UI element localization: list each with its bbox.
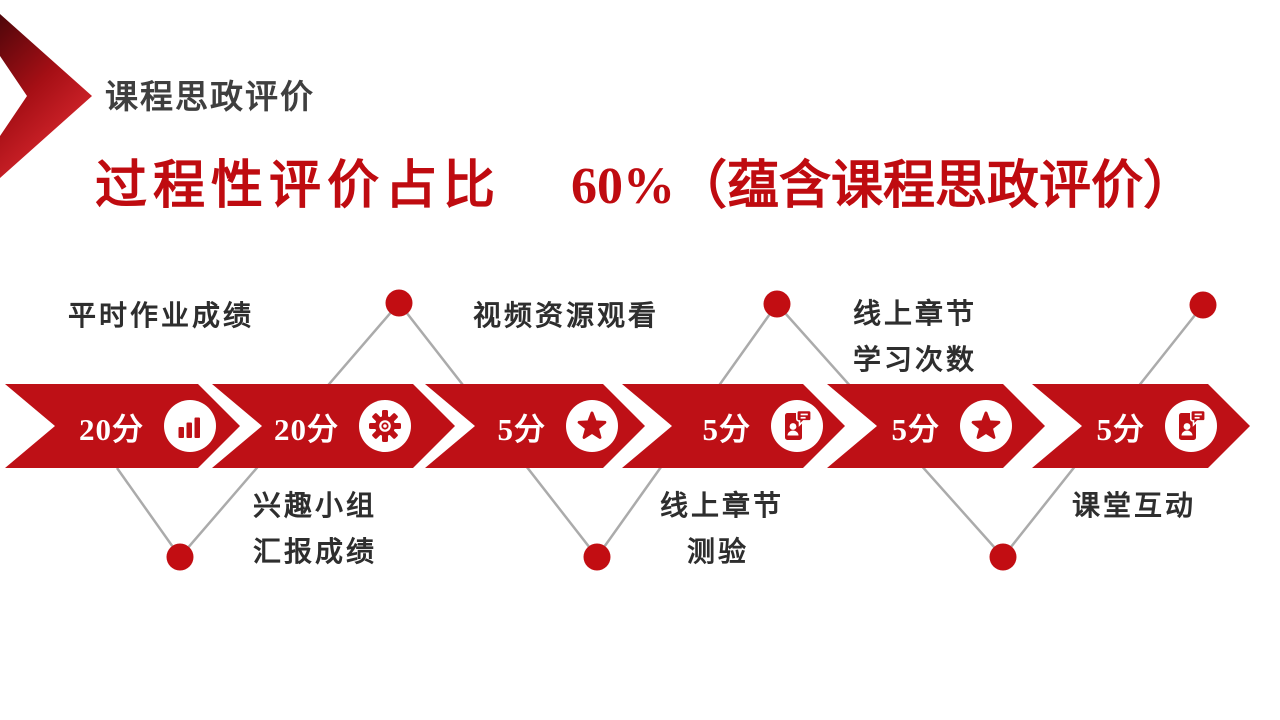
headline-left: 过程性评价占比 (95, 158, 502, 215)
timeline-segment: 5分 (480, 384, 618, 468)
label-interest-group: 兴趣小组 汇报成绩 (253, 491, 378, 568)
corner-arrow-decoration (0, 14, 92, 178)
score-label: 20分 (274, 411, 339, 447)
score-label: 5分 (1096, 411, 1145, 447)
label-video-watching: 视频资源观看 (473, 301, 660, 332)
label-homework-score: 平时作业成绩 (68, 301, 255, 332)
label-class-interaction: 课堂互动 (1072, 491, 1197, 522)
star-icon (566, 400, 618, 452)
milestone-dots (166, 289, 1217, 571)
page-title: 课程思政评价 (105, 80, 315, 116)
label-chapter-quiz: 线上章节 测验 (660, 491, 785, 568)
timeline-segment: 5分 (882, 384, 1012, 468)
score-label: 5分 (891, 411, 940, 447)
bar-chart-icon (164, 400, 216, 452)
timeline-segment: 5分 (677, 384, 823, 468)
score-label: 5分 (497, 411, 546, 447)
score-label: 5分 (702, 411, 751, 447)
profile-chat-icon (1165, 400, 1217, 452)
timeline-segment: 20分 (267, 384, 411, 468)
score-label: 20分 (79, 411, 144, 447)
label-chapter-study-count: 线上章节 学习次数 (853, 299, 978, 376)
headline: 过程性评价占比 60%（蕴含课程思政评价） (95, 158, 1195, 216)
gear-icon (359, 400, 411, 452)
star-icon (960, 400, 1012, 452)
timeline-segment: 20分 (60, 384, 216, 468)
profile-chat-icon (771, 400, 823, 452)
headline-right: 60%（蕴含课程思政评价） (571, 158, 1196, 215)
timeline-segment: 5分 (1087, 384, 1217, 468)
